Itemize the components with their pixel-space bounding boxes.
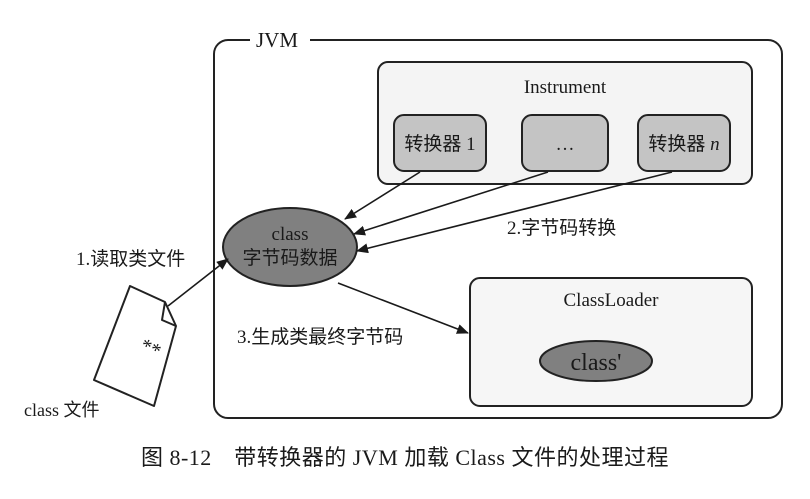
transformer-1-box [393,114,487,172]
class-file-label: class 文件 [24,400,100,420]
classloader-label: ClassLoader [564,290,660,311]
transformer-n-text: 转换器 [648,133,710,155]
arrow-ellipsis-to-bytecode [353,171,549,236]
transformer-n-italic: n [710,134,720,155]
transformer-ellipsis-box [521,114,609,172]
transformer-n-label: 转换器 n [648,133,719,155]
arrow-transformer1-to-bytecode [344,171,421,220]
jvm-container [213,39,783,419]
jvm-flow-diagram: JVM Instrument 转换器 1 … 转换器 n class 字节码数据… [24,28,783,420]
jvm-label-backdrop [250,30,310,50]
bytecode-ellipse-line1: class [272,224,309,245]
arrow-bytecode-to-classloader [337,282,469,334]
figure-caption: 图 8-12 带转换器的 JVM 加载 Class 文件的处理过程 [140,445,669,470]
arrow-file-to-bytecode [167,258,229,307]
class-prime-label: class' [571,350,622,376]
step-2-label: 2.字节码转换 [507,217,616,239]
bytecode-data-ellipse [222,207,358,287]
bytecode-ellipse-line2: 字节码数据 [242,247,337,269]
jvm-label: JVM [256,28,298,52]
step-1-label: 1.读取类文件 [76,248,185,270]
arrow-transformer-n-to-bytecode [356,171,673,254]
class-prime-ellipse [539,340,653,382]
document-fold-corner [161,301,177,327]
transformer-1-label: 转换器 1 [404,133,475,155]
transformer-ellipsis-label: … [556,134,575,155]
transformer-n-box [637,114,731,172]
instrument-label: Instrument [524,77,607,98]
class-file-icon: ** [93,285,177,407]
document-page-shape [93,285,177,407]
step-3-label: 3.生成类最终字节码 [237,326,403,348]
